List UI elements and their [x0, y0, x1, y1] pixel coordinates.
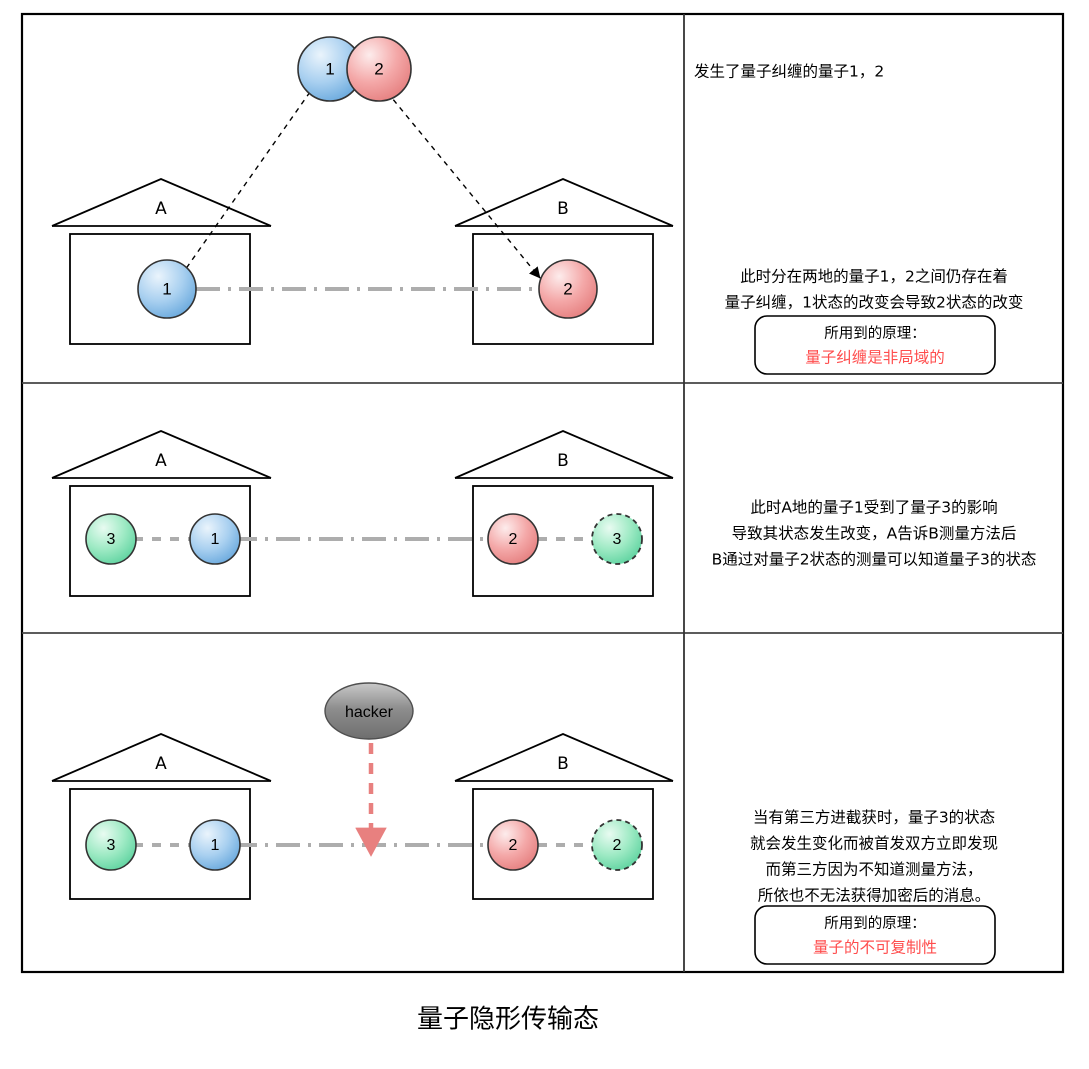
house-b-qubit-2: 2	[487, 513, 539, 565]
panel-2-note-line-3: B通过对量子2状态的测量可以知道量子3的状态	[712, 551, 1037, 569]
house-b-panel-3: B	[454, 733, 674, 900]
house-roof	[51, 430, 272, 479]
qubit-label: 2	[563, 279, 572, 298]
house-a-qubit-1: 1	[189, 513, 241, 565]
house-a-qubit-1: 1	[189, 819, 241, 871]
qubit-label: 2	[613, 837, 622, 854]
qubit-label: 2	[509, 837, 518, 854]
distribution-arrow-left	[177, 91, 311, 281]
house-b-qubit-2: 2	[538, 259, 598, 319]
house-roof	[51, 178, 272, 227]
panel-2: A B 3 1 2 3 此时A地的	[51, 430, 1037, 597]
principle-box-outline	[754, 905, 996, 965]
house-body	[472, 788, 654, 900]
hacker-label: hacker	[345, 704, 394, 721]
qubit-label: 1	[211, 837, 220, 854]
house-a-qubit-3: 3	[85, 819, 137, 871]
house-label-b: B	[557, 754, 569, 774]
house-a-panel-2: A	[51, 430, 272, 597]
house-roof	[454, 430, 674, 479]
panel-2-note-line-1: 此时A地的量子1受到了量子3的影响	[750, 499, 997, 517]
panel-3-note-line-3: 而第三方因为不知道测量方法，	[765, 861, 982, 879]
panel-2-note-line-2: 导致其状态发生改变，A告诉B测量方法后	[732, 525, 1017, 543]
principle-box-value: 量子纠缠是非局域的	[805, 349, 945, 367]
principle-box-value: 量子的不可复制性	[813, 939, 937, 957]
qubit-label: 1	[211, 531, 220, 548]
house-label-b: B	[557, 451, 569, 471]
house-b-qubit-3-teleported: 3	[591, 513, 643, 565]
principle-box-outline	[754, 315, 996, 375]
house-b-qubit-2-corrupted: 2	[591, 819, 643, 871]
house-body	[472, 485, 654, 597]
qubit-label: 3	[107, 531, 116, 548]
house-label-b: B	[557, 199, 569, 219]
house-label-a: A	[155, 199, 167, 219]
qubit-label: 3	[107, 837, 116, 854]
qubit-label: 2	[509, 531, 518, 548]
diagram-frame	[20, 12, 1065, 974]
hacker-node: hacker	[324, 682, 414, 740]
panel-1-note-mid-line-1: 此时分在两地的量子1，2之间仍存在着	[740, 268, 1008, 286]
qubit-label: 3	[613, 531, 622, 548]
principle-box-panel-1: 所用到的原理： 量子纠缠是非局域的	[754, 315, 996, 375]
qubit-label: 1	[162, 279, 171, 298]
distribution-arrow-right	[386, 91, 541, 279]
house-label-a: A	[155, 754, 167, 774]
qubit-label: 1	[325, 59, 334, 78]
panel-1-note-top-line-1: 发生了量子纠缠的量子1，2	[694, 63, 884, 81]
panel-1-note-mid-line-2: 量子纠缠，1状态的改变会导致2状态的改变	[725, 294, 1024, 312]
panel-3-note-line-4: 所依也不无法获得加密后的消息。	[758, 887, 991, 905]
panel-3-note-line-2: 就会发生变化而被首发双方立即发现	[750, 835, 998, 853]
house-label-a: A	[155, 451, 167, 471]
house-b-qubit-2: 2	[487, 819, 539, 871]
figure-caption: 量子隐形传输态	[417, 1005, 599, 1035]
house-a-qubit-1: 1	[137, 259, 197, 319]
principle-box-title: 所用到的原理：	[824, 915, 926, 932]
panel-3-note-line-1: 当有第三方进截获时，量子3的状态	[753, 809, 995, 827]
panel-3: A B hacker 3 1	[51, 682, 998, 965]
panel-1: A B 1 2 1 2 发生了量子纠缠的量子1，2	[51, 36, 1024, 375]
qubit-label: 2	[374, 59, 383, 78]
source-qubit-2: 2	[346, 36, 412, 102]
house-a-panel-3: A	[51, 733, 272, 900]
house-a-qubit-3: 3	[85, 513, 137, 565]
house-b-panel-2: B	[454, 430, 674, 597]
principle-box-panel-3: 所用到的原理： 量子的不可复制性	[754, 905, 996, 965]
house-roof	[454, 733, 674, 782]
principle-box-title: 所用到的原理：	[824, 325, 926, 342]
house-roof	[51, 733, 272, 782]
house-roof	[454, 178, 674, 227]
